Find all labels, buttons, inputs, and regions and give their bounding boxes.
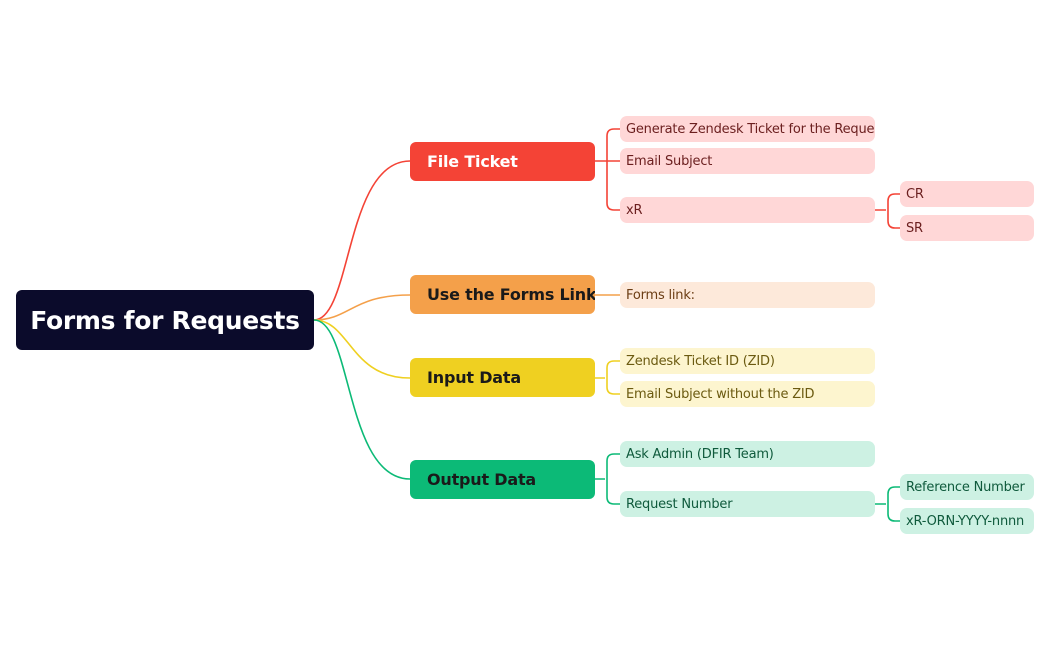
- leaf-ask-admin[interactable]: Ask Admin (DFIR Team): [620, 441, 875, 467]
- leaf-xr[interactable]: xR: [620, 197, 875, 223]
- branch-input-data[interactable]: Input Data: [410, 358, 595, 397]
- leaf-zendesk-ticket-id[interactable]: Zendesk Ticket ID (ZID): [620, 348, 875, 374]
- connector-xr-children: [875, 193, 900, 229]
- connector-file-ticket-children: [595, 128, 620, 211]
- leaf-generate-zendesk-ticket[interactable]: Generate Zendesk Ticket for the Request: [620, 116, 875, 142]
- leaf-forms-link[interactable]: Forms link:: [620, 282, 875, 308]
- branch-output-data[interactable]: Output Data: [410, 460, 595, 499]
- connector-root-file-ticket: [313, 160, 411, 321]
- leaf-reference-number[interactable]: Reference Number: [900, 474, 1034, 500]
- leaf-cr[interactable]: CR: [900, 181, 1034, 207]
- branch-file-ticket[interactable]: File Ticket: [410, 142, 595, 181]
- connector-root-output-data: [313, 319, 411, 480]
- leaf-request-number[interactable]: Request Number: [620, 491, 875, 517]
- leaf-email-subject-without-zid[interactable]: Email Subject without the ZID: [620, 381, 875, 407]
- connector-input-data-children: [595, 360, 620, 395]
- branch-use-forms-link[interactable]: Use the Forms Link: [410, 275, 595, 314]
- leaf-email-subject[interactable]: Email Subject: [620, 148, 875, 174]
- connector-output-data-children: [595, 453, 620, 505]
- connector-request-number-children: [875, 486, 900, 522]
- leaf-reference-format[interactable]: xR-ORN-YYYY-nnnn: [900, 508, 1034, 534]
- root-node[interactable]: Forms for Requests: [16, 290, 314, 350]
- connector-root-forms-link: [313, 294, 411, 321]
- leaf-sr[interactable]: SR: [900, 215, 1034, 241]
- connector-root-input-data: [313, 319, 411, 379]
